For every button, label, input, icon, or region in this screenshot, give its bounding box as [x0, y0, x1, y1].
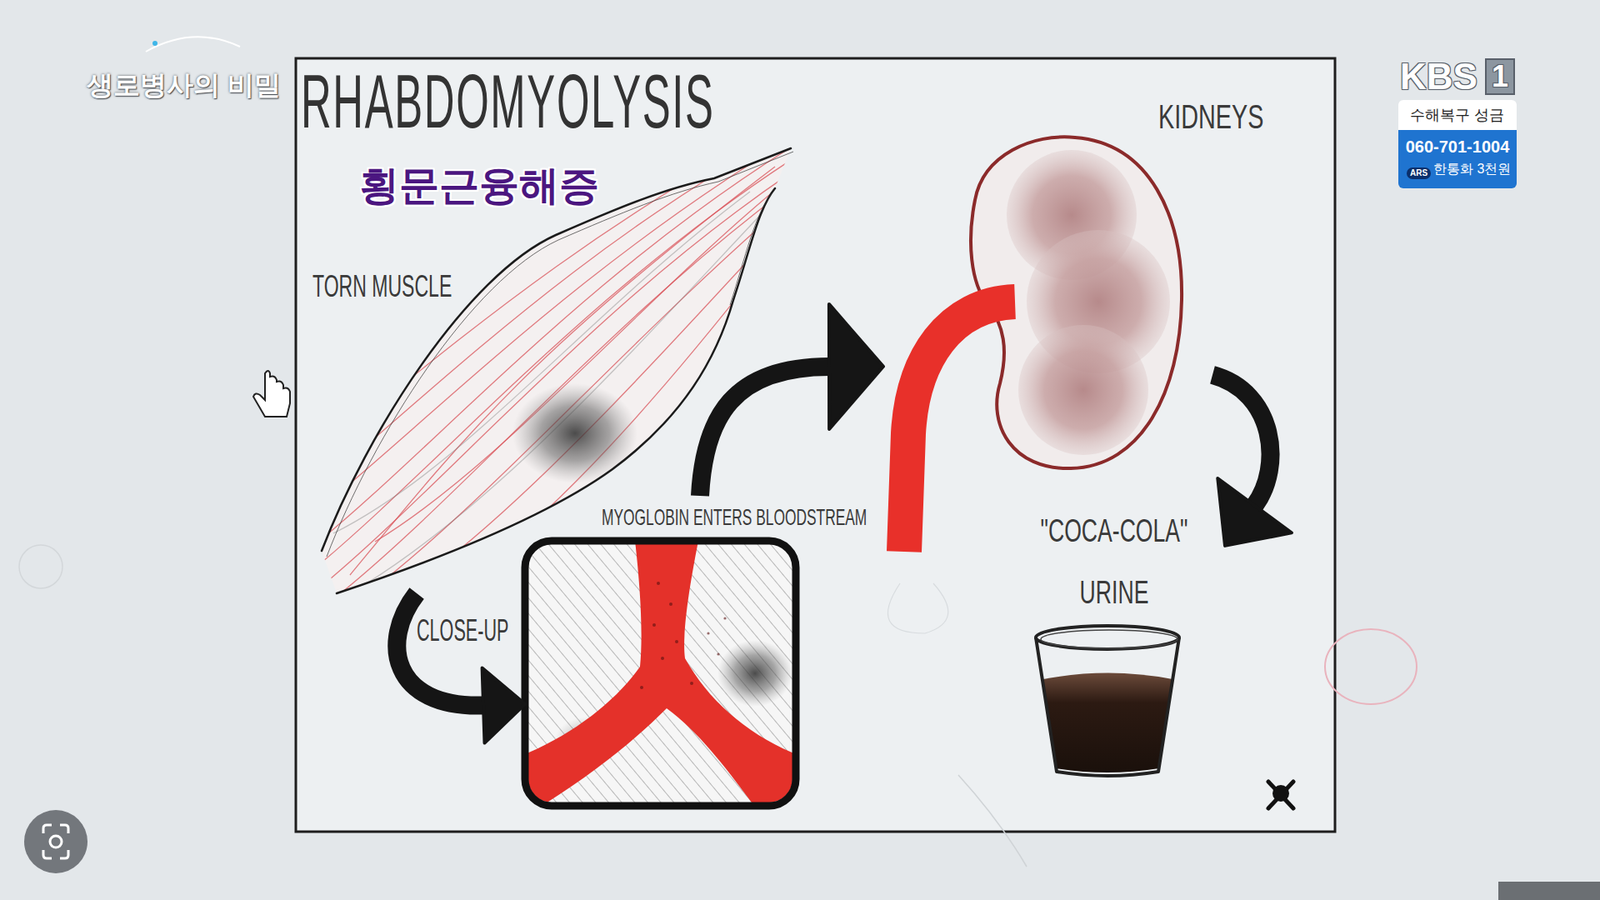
pencil-line [887, 583, 948, 634]
urine-liquid [1043, 673, 1173, 774]
cup-outline [1035, 637, 1180, 776]
dot [723, 616, 726, 620]
myoglobin-dots [640, 581, 727, 690]
program-logo: 생로병사의 비밀 [86, 68, 281, 102]
cup-rim-sketch [1040, 630, 1178, 649]
channel-logo-wrap: KBS [1400, 56, 1478, 97]
muscle-tear [512, 383, 638, 484]
connector-arrow [396, 593, 525, 744]
edge-label-wrap: MYOGLOBIN ENTERS BLOODSTREAM [601, 503, 1030, 532]
closeup-frame [525, 540, 796, 806]
phone-number: 060-701-1004 [1398, 135, 1517, 158]
channel-logo: KBS [1400, 56, 1478, 97]
arrow-head [1217, 478, 1292, 546]
closeup-hatching [525, 540, 796, 806]
connector-arrow [1212, 375, 1292, 546]
pencil-circle [19, 545, 63, 589]
blood-vessel [528, 544, 793, 803]
logo-dot [152, 40, 158, 46]
arrow-shaft [396, 593, 484, 706]
image-size-tab [1498, 881, 1600, 900]
skull [1272, 785, 1290, 802]
urine-node: "COCA-COLA" URINE [1020, 500, 1225, 780]
logo-arc [145, 36, 240, 52]
dot [675, 640, 679, 644]
phone-number-wrap: 060-701-1004 [1398, 135, 1517, 158]
arrow-head [829, 304, 884, 430]
closeup-ground [525, 540, 796, 806]
crossbone [1268, 781, 1294, 809]
ars-badge: ARS [1406, 167, 1431, 180]
part-label-wrap: "COCA-COLA" URINE [1020, 500, 1288, 624]
channel-number-wrap: 1 [1485, 58, 1515, 95]
kidney-node: KIDNEYS [883, 133, 1213, 555]
kidney-lobe [1018, 325, 1149, 455]
muscle-outline-sketch [326, 151, 794, 557]
lens-glyph [43, 825, 69, 859]
program-logo-wrap: 생로병사의 비밀 [86, 68, 281, 102]
korean-caption: 횡문근융해증 [359, 161, 600, 210]
crossbone [1268, 781, 1294, 809]
ars-badge-wrap: ARS [1406, 164, 1431, 180]
part-label: KIDNEYS [1158, 96, 1264, 137]
part-label: CLOSE-UP [416, 612, 509, 649]
skull-icon [1268, 781, 1294, 809]
part-label-wrap: TORN MUSCLE [312, 268, 530, 305]
diagram-frame [295, 58, 1335, 832]
renal-vessel [904, 301, 1015, 552]
closeup-node: CLOSE-UP [525, 540, 796, 806]
dot [660, 656, 665, 660]
part-label: TORN MUSCLE [312, 268, 452, 305]
edge-label: MYOGLOBIN ENTERS BLOODSTREAM [601, 503, 867, 532]
part-label-wrap: CLOSE-UP [416, 612, 570, 649]
dot [640, 685, 644, 690]
dot [656, 581, 660, 585]
dot [669, 602, 673, 606]
lens-glyph [50, 835, 62, 848]
arrow-shaft [700, 366, 830, 496]
dot [652, 623, 656, 627]
connector-arrow [700, 304, 884, 496]
pencil-line [958, 775, 1027, 867]
muscle-fiber [375, 183, 784, 542]
closeup-tear [717, 640, 793, 707]
donation-title-wrap: 수해복구 성금 [1398, 103, 1517, 127]
diagram-title: RHABDOMYOLYSIS [300, 65, 715, 140]
dot [690, 681, 694, 685]
closeup-content [528, 544, 793, 803]
diagram-title-wrap: RHABDOMYOLYSIS [300, 65, 806, 117]
part-label: "COCA-COLA" URINE [1020, 500, 1208, 624]
dot [706, 631, 710, 635]
call-price-wrap: 한통화 3천원 [1433, 160, 1511, 179]
cup-rim [1035, 625, 1180, 650]
donation-title: 수해복구 성금 [1398, 103, 1517, 127]
muscle-fiber [300, 133, 800, 525]
arrow-head [482, 668, 525, 744]
channel-number: 1 [1485, 58, 1515, 95]
call-price: 한통화 3천원 [1433, 160, 1511, 179]
muscle-node: TORN MUSCLE [312, 250, 700, 594]
pencil-circle [1325, 629, 1417, 705]
korean-caption-wrap: 횡문근융해증 [359, 161, 600, 210]
lens-button [24, 810, 88, 874]
hand-cursor [253, 370, 290, 417]
dot [716, 652, 720, 655]
part-label-wrap: KIDNEYS [1158, 96, 1305, 137]
